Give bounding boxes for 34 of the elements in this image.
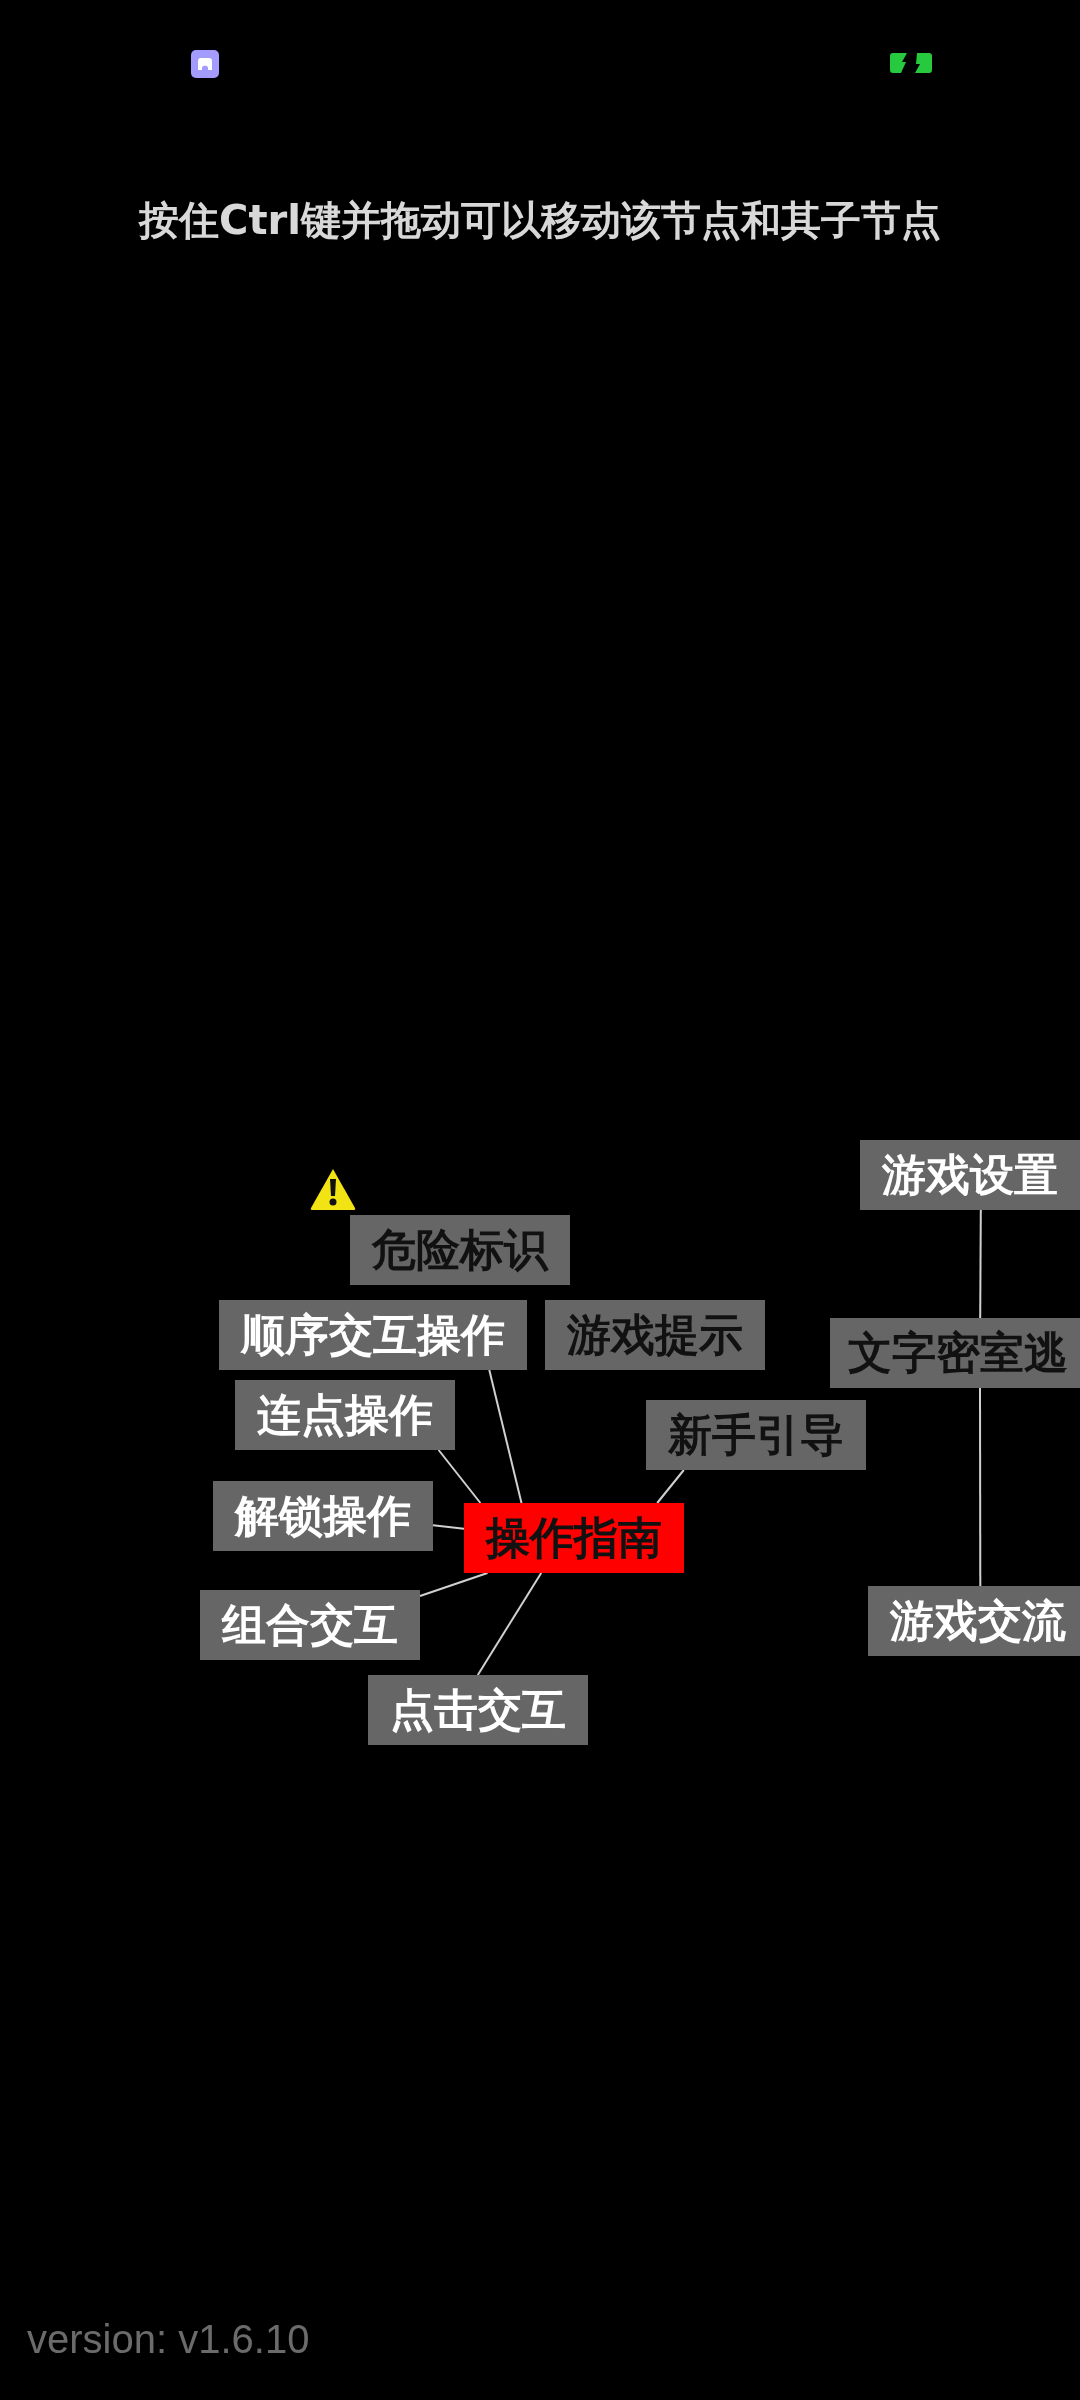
node-label: 点击交互 <box>390 1684 566 1736</box>
node-label: 顺序交互操作 <box>241 1309 505 1361</box>
node-label: 组合交互 <box>222 1599 398 1651</box>
topic-node <box>219 1300 527 1370</box>
connector-line <box>979 1387 982 1587</box>
node-label: 游戏交流 <box>890 1595 1066 1647</box>
topic-node <box>350 1215 570 1285</box>
connector-line <box>488 1369 523 1504</box>
connector-line <box>432 1524 465 1530</box>
topic-node <box>200 1590 420 1660</box>
connector-line <box>476 1572 543 1676</box>
topic-node <box>830 1318 1080 1388</box>
topic-node <box>545 1300 765 1370</box>
title-text: 按住Ctrl键并拖动可以移动该节点和其子节点 <box>137 196 942 244</box>
node-label: 解锁操作 <box>235 1490 411 1542</box>
topic-node <box>646 1400 866 1470</box>
connector-line <box>419 1572 489 1597</box>
node-label: 游戏设置 <box>882 1149 1058 1201</box>
connector-line <box>979 1209 982 1319</box>
central-topic-node <box>464 1503 684 1573</box>
topic-node <box>235 1380 455 1450</box>
topic-node <box>860 1140 1080 1210</box>
topic-node <box>368 1675 588 1745</box>
node-label: 游戏提示 <box>567 1309 743 1361</box>
connector-line <box>437 1449 482 1504</box>
topic-node <box>868 1586 1080 1656</box>
node-label: 文字密室逃 <box>848 1327 1068 1379</box>
node-label: 危险标识 <box>372 1224 548 1276</box>
node-label: 连点操作 <box>257 1389 433 1441</box>
node-label: 新手引导 <box>668 1409 844 1461</box>
version-text: version: v1.6.10 <box>27 2316 310 2362</box>
connector-line <box>656 1469 685 1504</box>
node-label: 操作指南 <box>486 1512 662 1564</box>
topic-node <box>213 1481 433 1551</box>
